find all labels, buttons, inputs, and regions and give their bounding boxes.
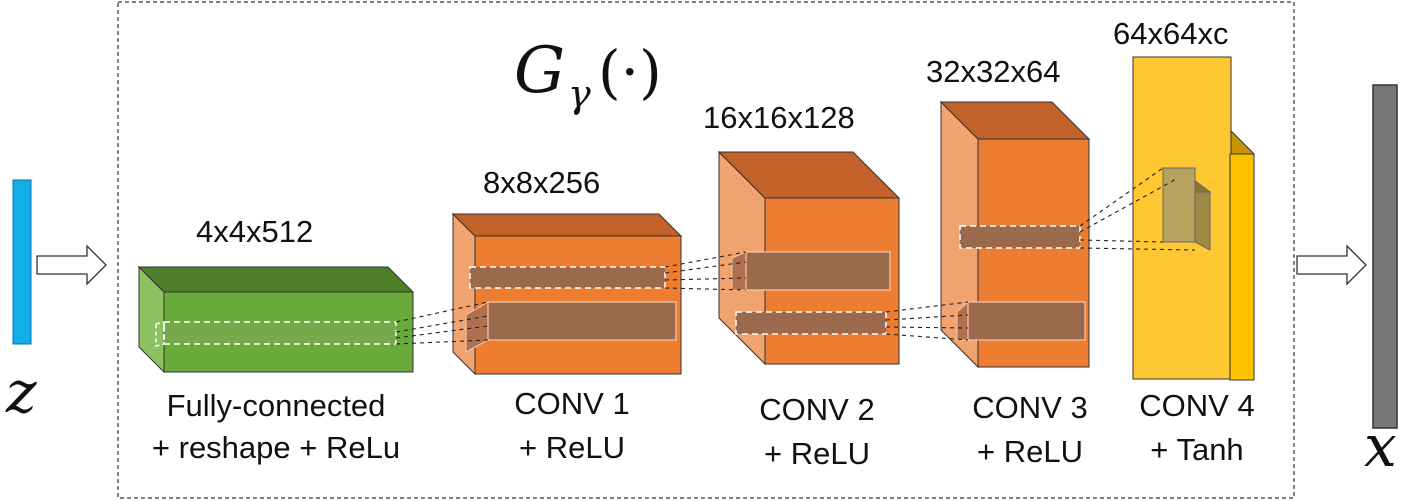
layer-conv2-caption-line1: CONV 2 [759,392,874,427]
layer-conv4-kernel-front [1162,167,1196,243]
layer-fc-kernel [163,321,397,345]
generator-argument: (·) [598,38,662,106]
output-symbol: x [1364,412,1397,480]
layer-conv2-caption-line2: + ReLU [764,436,870,471]
generator-symbol: G [514,34,565,108]
input-symbol: z [5,358,37,426]
layer-fc-caption-line1: Fully-connected [167,388,386,423]
layer-conv4-kernel-side [1194,191,1211,251]
layer-conv1-dims: 8x8x256 [483,165,600,200]
layer-conv4-block [1131,56,1256,381]
layer-conv2-dims: 16x16x128 [703,100,855,135]
generator-label: G γ (·) [514,34,662,116]
layer-conv1-side [452,212,476,376]
layer-conv1-block [451,212,683,376]
layer-conv3-kernel-top [959,225,1081,249]
receptive-field-connectors [395,167,1196,345]
layer-fc-top [137,266,415,293]
layer-conv3-kernel-bottom [967,301,1086,341]
generator-frame [117,1,1295,499]
layer-conv3-dims: 32x32x64 [926,54,1060,89]
layer-conv2-block [717,150,901,366]
layer-conv1-caption-line1: CONV 1 [514,386,629,421]
output-image-bar [1372,84,1398,429]
layer-conv4-caption-line2: + Tanh [1150,432,1243,467]
layer-conv1-caption-line2: + ReLU [519,430,625,465]
layer-conv2-kernel-bottom [735,311,887,335]
layer-conv2-kernel-top [745,251,891,291]
layer-conv4-dims: 64x64xc [1113,16,1228,51]
layer-fc-caption-line2: + reshape + ReLu [152,430,400,465]
layer-fc-dims: 4x4x512 [196,214,313,249]
layer-conv4-caption-line1: CONV 4 [1139,388,1254,423]
input-vector-bar [12,179,32,345]
layer-conv3-caption-line2: + ReLU [977,434,1083,469]
input-arrow [36,244,107,286]
layer-conv3-caption-line1: CONV 3 [972,390,1087,425]
layer-conv1-top [451,213,683,237]
layer-conv1-kernel-top [469,266,666,289]
layer-conv3-block [939,100,1091,369]
generator-subscript: γ [568,72,591,116]
layer-fc-block [137,265,415,374]
layer-conv4-side [1229,153,1255,381]
layer-conv1-kernel-bottom [487,301,677,341]
output-arrow [1296,244,1367,286]
